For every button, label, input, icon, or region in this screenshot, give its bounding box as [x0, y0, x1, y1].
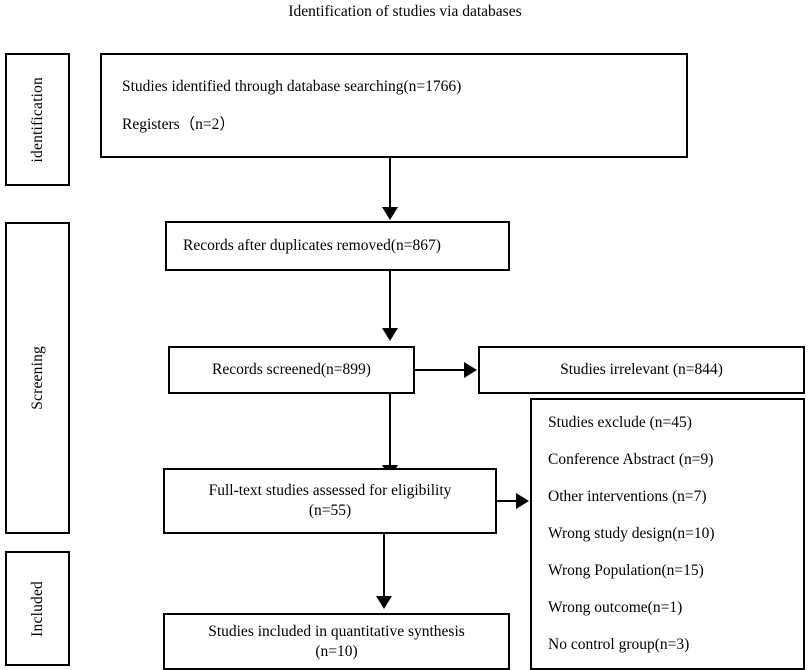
box-duplicates-removed: Records after duplicates removed(n=867)	[165, 221, 510, 271]
stage-label-screening: Screening	[28, 346, 46, 410]
exclusion-item: Wrong outcome(n=1)	[548, 599, 683, 616]
connector-screened-to-irrelevant	[415, 369, 467, 371]
exclusion-item: Other interventions (n=7)	[548, 488, 707, 505]
arrowhead-fulltext-to-included	[376, 596, 392, 609]
studies-irrelevant-line-1: Studies irrelevant (n=844)	[560, 361, 723, 378]
included-synthesis-line-2: (n=10)	[315, 642, 358, 660]
arrowhead-identified-to-duplicates	[382, 207, 398, 220]
connector-screened-to-fulltext	[389, 394, 391, 472]
included-synthesis-line-1: Studies included in quantitative synthes…	[208, 622, 465, 640]
connector-identified-to-duplicates	[389, 158, 391, 212]
duplicates-removed-line-1: Records after duplicates removed(n=867)	[183, 237, 441, 254]
arrowhead-duplicates-to-screened	[382, 328, 398, 341]
box-included-synthesis: Studies included in quantitative synthes…	[163, 613, 510, 670]
stage-label-identification: identification	[28, 76, 46, 163]
exclusion-item: Studies exclude (n=45)	[548, 414, 692, 431]
exclusion-item: Conference Abstract (n=9)	[548, 451, 714, 468]
stage-box-screening: Screening	[5, 222, 70, 534]
arrowhead-screened-to-irrelevant	[464, 362, 477, 378]
fulltext-assessed-line-1: Full-text studies assessed for eligibili…	[208, 482, 452, 499]
box-fulltext-assessed: Full-text studies assessed for eligibili…	[163, 468, 497, 534]
box-studies-identified: Studies identified through database sear…	[100, 53, 688, 158]
stage-label-included: Included	[28, 580, 46, 637]
stage-box-included: Included	[5, 551, 70, 666]
diagram-title: Identification of studies via databases	[288, 3, 522, 20]
box-exclusion-reasons: Studies exclude (n=45) Conference Abstra…	[530, 398, 805, 670]
exclusion-item: Wrong study design(n=10)	[548, 525, 715, 542]
studies-identified-line-1: Studies identified through database sear…	[122, 77, 462, 95]
exclusion-item: Wrong Population(n=15)	[548, 562, 704, 579]
connector-fulltext-to-included	[383, 534, 385, 602]
stage-box-identification: identification	[5, 53, 70, 186]
records-screened-line-1: Records screened(n=899)	[212, 361, 371, 378]
connector-fulltext-to-exclusions	[497, 500, 519, 502]
connector-duplicates-to-screened	[389, 271, 391, 333]
box-records-screened: Records screened(n=899)	[168, 346, 415, 394]
box-studies-irrelevant: Studies irrelevant (n=844)	[478, 346, 805, 394]
studies-identified-line-2: Registers（n=2）	[122, 115, 235, 133]
exclusion-item: No control group(n=3)	[548, 636, 690, 653]
fulltext-assessed-line-2: (n=55)	[308, 502, 352, 519]
exclusion-reasons-list: Studies exclude (n=45) Conference Abstra…	[532, 400, 803, 668]
arrowhead-fulltext-to-exclusions	[516, 493, 529, 509]
